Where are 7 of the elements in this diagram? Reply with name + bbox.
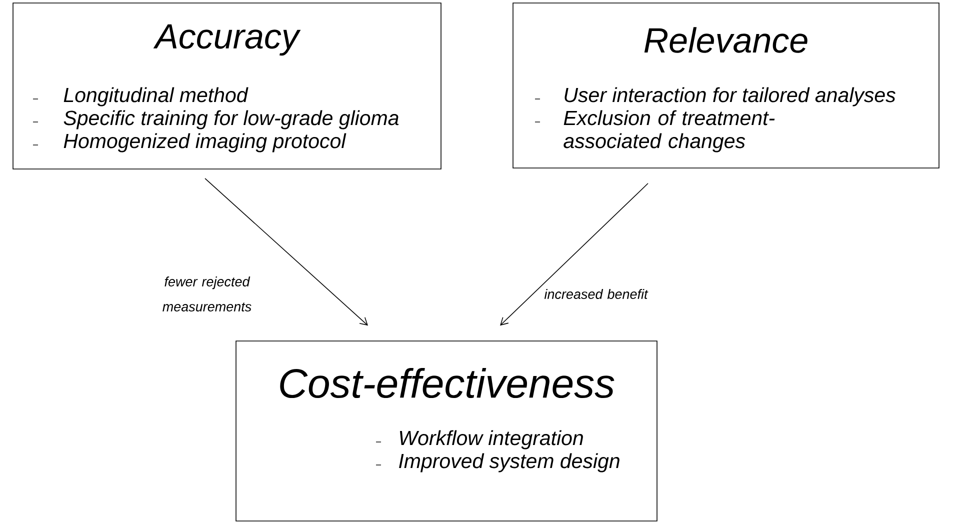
arrow: [500, 183, 648, 326]
edge-label: increased benefit: [544, 289, 648, 299]
arrow: [204, 178, 368, 326]
edge-label: fewer rejected measurements: [162, 276, 252, 312]
text-box: Cost-effectiveness Workflow integration Improved system design: [236, 340, 658, 522]
text-box: Accuracy Longitudinal method Specific training for low-grade glioma Homogenized imaging protocol: [12, 2, 442, 170]
text-box: Relevance User interaction for tailored analyses Exclusion of treatment-associated changes: [512, 2, 940, 168]
